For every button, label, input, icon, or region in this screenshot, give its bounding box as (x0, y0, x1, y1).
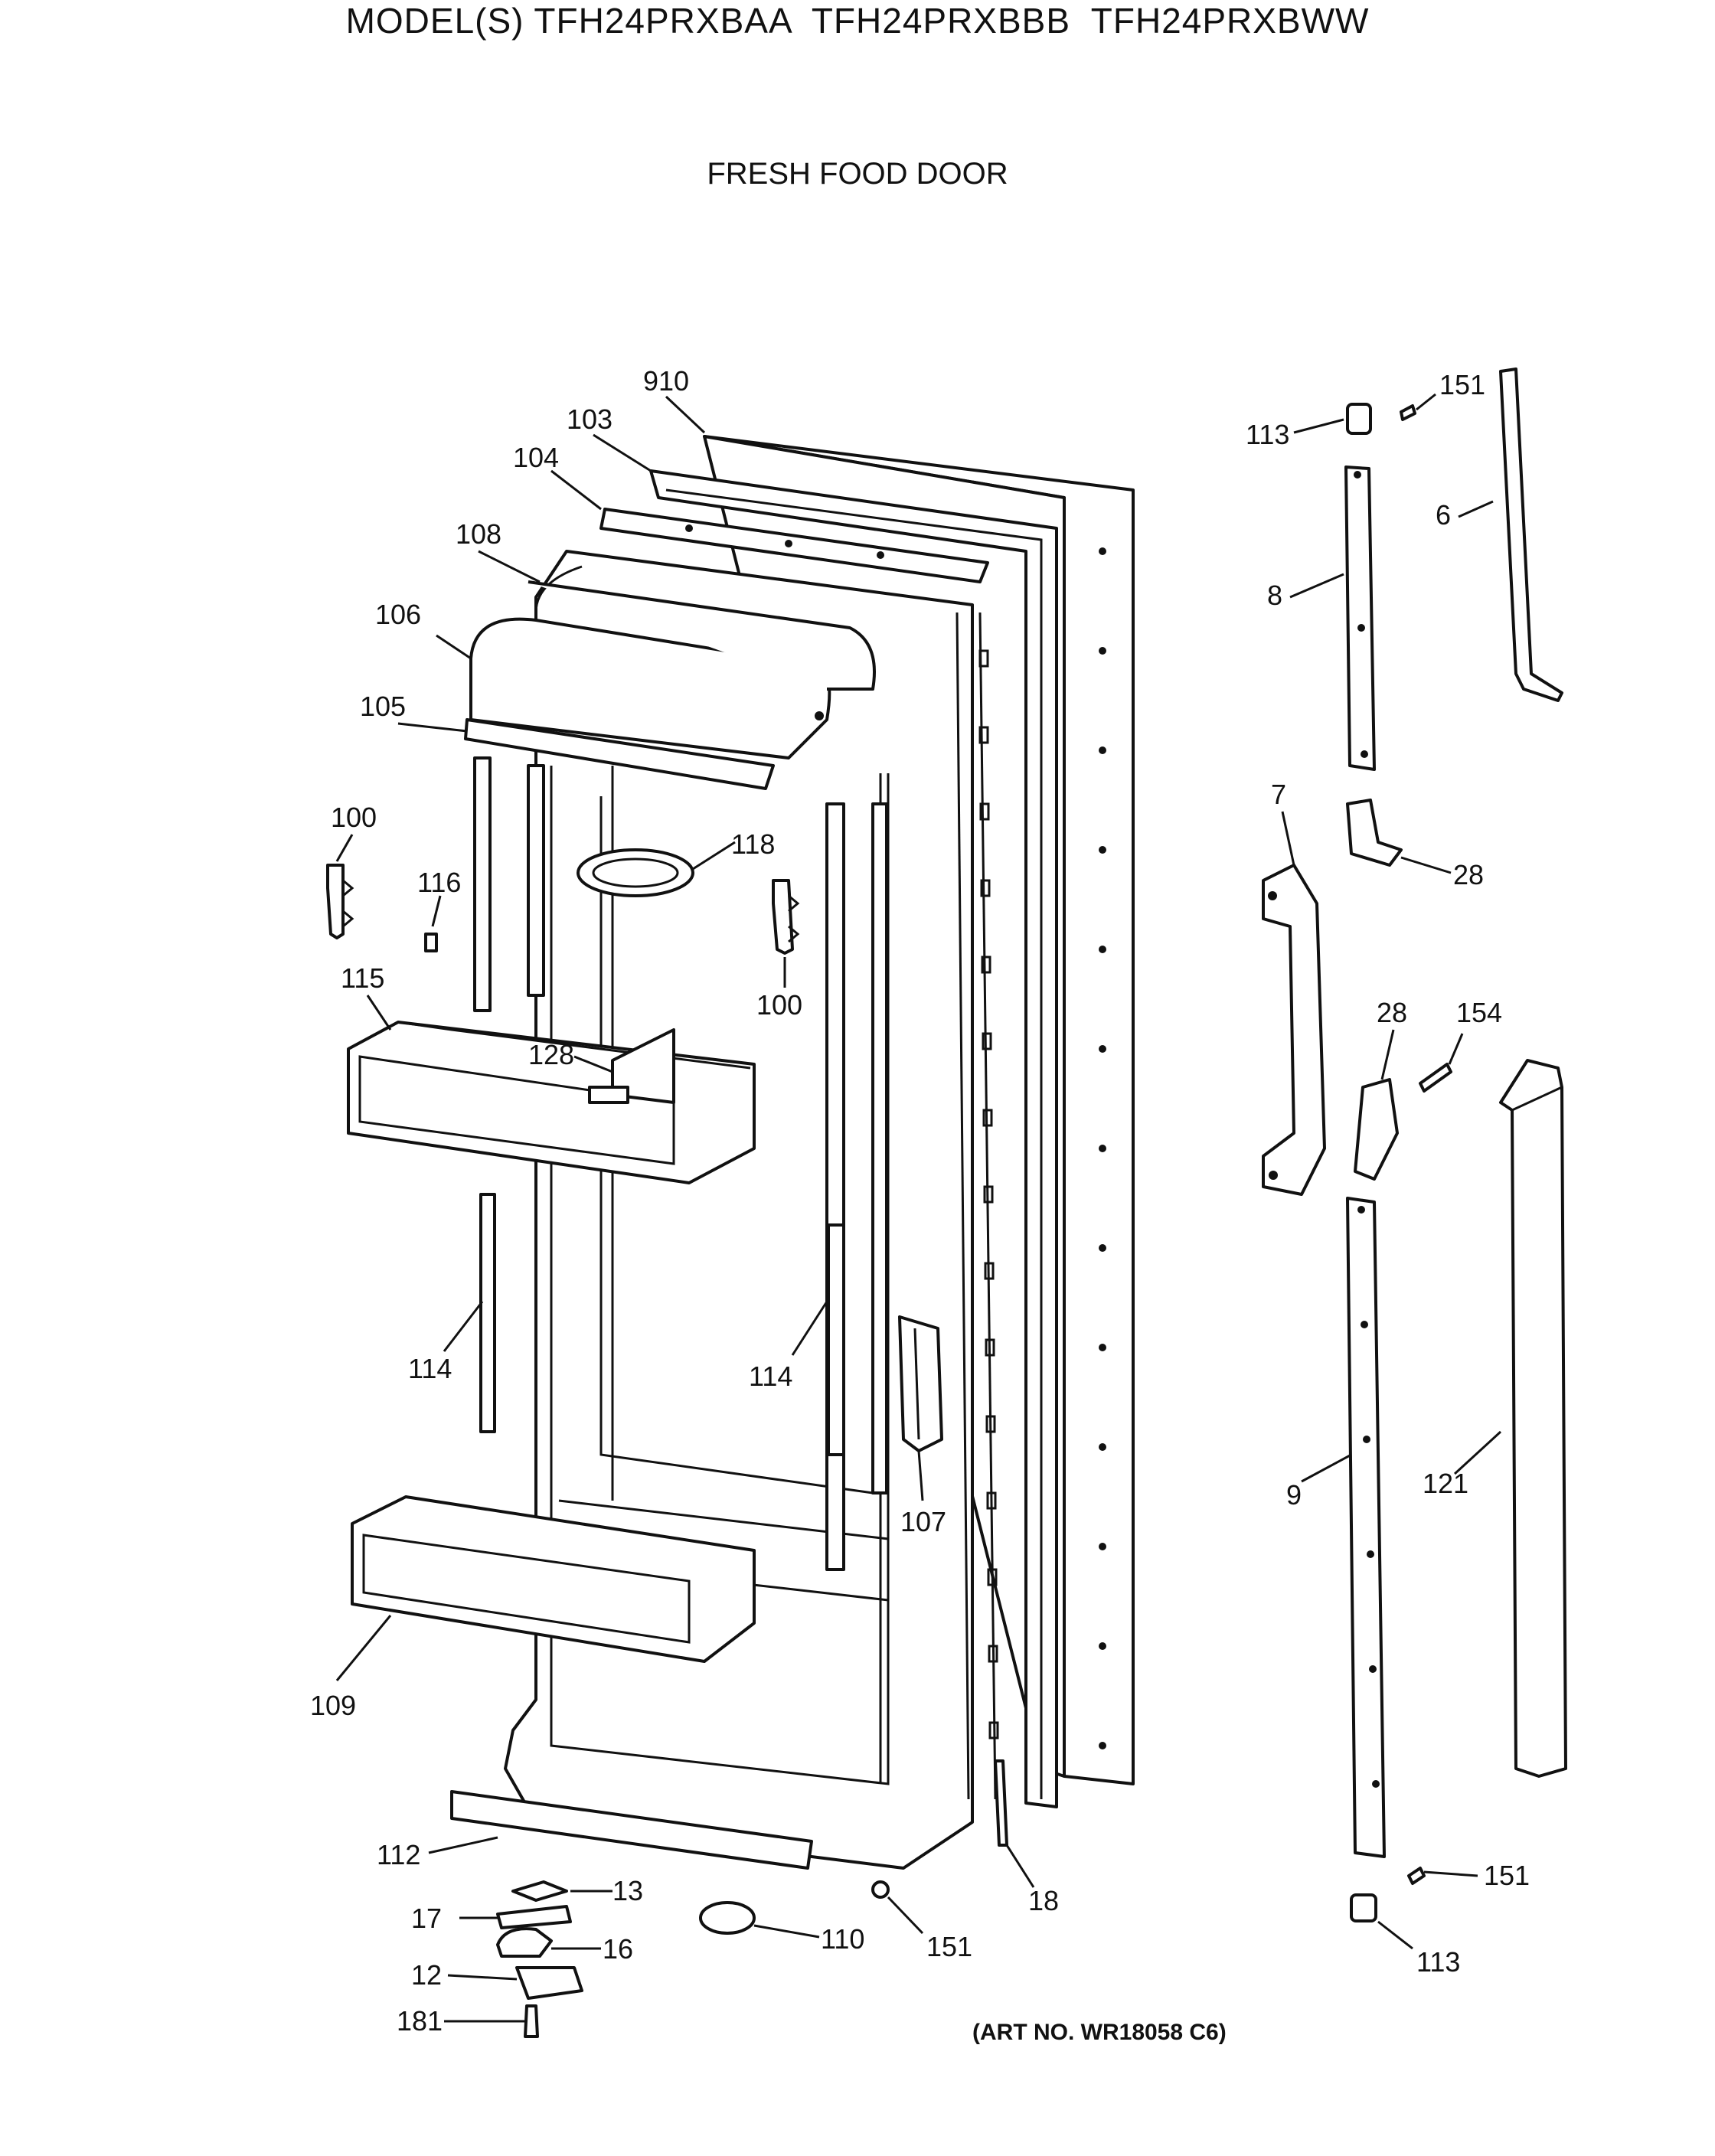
upper-door-bin (347, 1021, 756, 1184)
callout-7: 7 (1271, 779, 1286, 810)
hinge-bushing-16 (496, 1927, 553, 1958)
handle-trim-top (1499, 368, 1563, 702)
screw-151-bottom (871, 1880, 890, 1899)
side-hinge-strip (994, 1759, 1008, 1847)
callout-106: 106 (375, 599, 421, 630)
bottom-trim-strip (450, 1790, 813, 1870)
callout-12: 12 (411, 1959, 442, 1991)
door-gasket (649, 469, 1058, 1808)
callout-105: 105 (360, 691, 406, 722)
callout-116: 116 (417, 867, 461, 898)
callout-13: 13 (612, 1875, 643, 1906)
callout-910: 910 (643, 365, 689, 397)
lower-door-bin (351, 1495, 756, 1663)
hinge-cap-bottom (1350, 1893, 1377, 1922)
model-title: MODEL(S) TFH24PRXBAA TFH24PRXBBB TFH24PR… (345, 1, 1370, 41)
callout-108: 108 (456, 518, 501, 550)
top-breaker-strip (599, 508, 989, 583)
handle-bracket-lower (1354, 1078, 1399, 1181)
callout-18: 18 (1028, 1885, 1059, 1916)
callout-28-upper: 28 (1453, 859, 1484, 890)
door-handle (1262, 864, 1326, 1196)
callout-128: 128 (528, 1039, 574, 1070)
lower-rail-right (827, 1223, 845, 1456)
leader-lines (335, 393, 1502, 2023)
callout-6: 6 (1436, 499, 1451, 531)
callout-8: 8 (1267, 580, 1282, 611)
callout-110: 110 (821, 1923, 864, 1955)
callout-181: 181 (397, 2005, 443, 2037)
vent-opening (577, 848, 694, 897)
art-number: (ART NO. WR18058 C6) (972, 2020, 1227, 2045)
callout-16: 16 (603, 1933, 633, 1965)
hinge-plate-12 (515, 1966, 583, 2000)
dairy-retainer-strip (464, 718, 775, 790)
liner-slots (978, 649, 999, 1740)
hinge-cap-top (1346, 403, 1372, 435)
handle-bar-upper (1344, 466, 1376, 771)
callout-107: 107 (900, 1506, 946, 1537)
callout-114-right: 114 (749, 1361, 792, 1392)
callout-9: 9 (1286, 1479, 1302, 1511)
callout-100-right: 100 (756, 989, 802, 1021)
hinge-spacer-17 (496, 1905, 572, 1929)
callout-17: 17 (411, 1903, 442, 1934)
door-cam (699, 1901, 756, 1935)
shelf-bracket-left (326, 864, 354, 939)
handle-trim-lower (1499, 1059, 1567, 1778)
callout-113-bottom: 113 (1416, 1946, 1460, 1978)
callout-113-top: 113 (1246, 419, 1289, 450)
hinge-shim-13 (511, 1880, 568, 1902)
screw-151-top (1400, 404, 1416, 421)
callout-104: 104 (513, 442, 559, 473)
callout-115: 115 (341, 962, 384, 994)
handle-bracket-upper (1346, 799, 1403, 867)
dairy-compartment-door (469, 580, 876, 760)
screw-181 (524, 2004, 539, 2038)
callout-28-lower: 28 (1377, 997, 1407, 1028)
spring-bracket (898, 1315, 943, 1452)
callout-151-bottom-right: 151 (1484, 1860, 1530, 1891)
shelf-bracket-right (772, 879, 800, 955)
section-title: FRESH FOOD DOOR (707, 157, 1008, 191)
handle-bar-lower (1346, 1197, 1386, 1858)
callout-151-bottom: 151 (926, 1931, 972, 1962)
panel-rivets (1099, 547, 1106, 1749)
callout-103: 103 (567, 403, 612, 435)
screw-151-bottom-right (1407, 1867, 1426, 1885)
callout-labels: 910 103 104 108 106 105 100 116 118 100 … (310, 365, 1530, 2037)
lower-rail-left (479, 1193, 496, 1433)
callout-118: 118 (731, 828, 775, 860)
callout-154: 154 (1456, 997, 1502, 1028)
callout-114-left: 114 (408, 1353, 452, 1384)
small-clip (424, 933, 438, 952)
callout-151-top: 151 (1439, 369, 1485, 400)
callout-109: 109 (310, 1690, 356, 1721)
callout-121: 121 (1423, 1468, 1468, 1499)
screw-154 (1419, 1063, 1452, 1093)
callout-112: 112 (377, 1839, 420, 1870)
callout-100-left: 100 (331, 802, 377, 833)
